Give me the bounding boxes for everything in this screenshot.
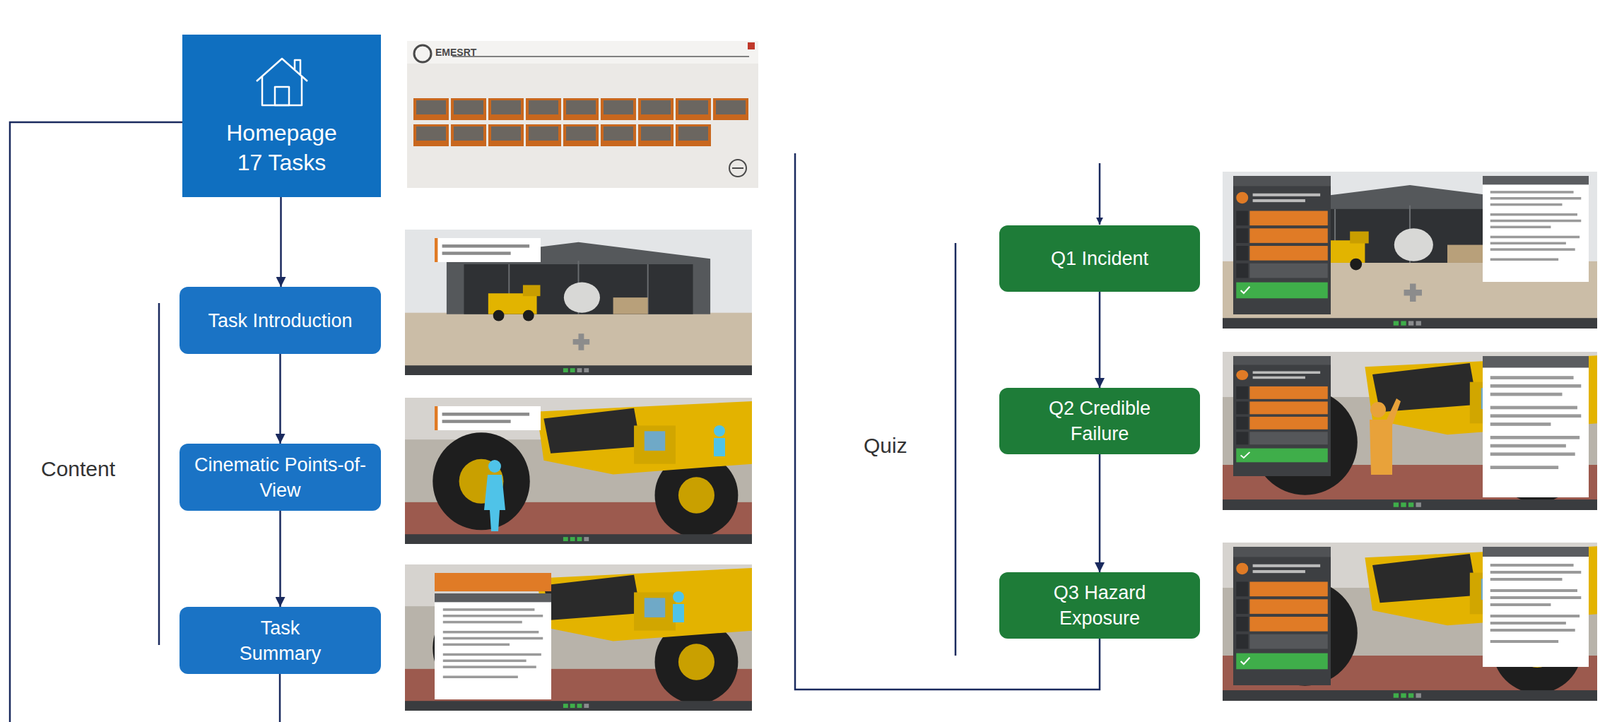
house-icon — [253, 54, 311, 109]
flow-arrow — [279, 354, 282, 444]
summary-screenshot — [404, 564, 752, 711]
node-title: Homepage — [226, 118, 338, 148]
quiz-box: Q3 Hazard Exposure — [999, 572, 1200, 639]
q3-screenshot — [1222, 542, 1598, 702]
homepage-box: Homepage17 Tasks — [182, 34, 381, 198]
homepage-screenshot — [407, 40, 759, 188]
cinematic-screenshot — [404, 397, 752, 545]
node-title: Cinematic Points-of-View — [192, 452, 369, 504]
process-box: Task Introduction — [179, 286, 381, 355]
node-title: Task Introduction — [207, 308, 352, 334]
group-label: Content — [40, 457, 116, 482]
flow-arrow — [1098, 454, 1102, 573]
node-title: Q2 Credible Failure — [1036, 395, 1164, 447]
process-box: Task Summary — [179, 607, 381, 675]
quiz-box: Q1 Incident — [999, 225, 1200, 292]
flow-arrow — [279, 510, 282, 608]
node-title: Task Summary — [227, 615, 334, 667]
q2-screenshot — [1222, 351, 1598, 511]
q1-screenshot — [1222, 171, 1598, 329]
node-title: Q1 Incident — [1050, 245, 1149, 272]
flow-arrow — [279, 197, 282, 287]
logo-text: EMESRT — [435, 46, 477, 58]
quiz-box: Q2 Credible Failure — [999, 387, 1200, 455]
group-label: Quiz — [863, 433, 908, 458]
intro-screenshot — [404, 229, 752, 376]
node-title: Q3 Hazard Exposure — [1039, 580, 1160, 632]
flow-lines — [9, 122, 1100, 722]
node-subtitle: 17 Tasks — [237, 147, 327, 178]
flow-arrow — [1098, 291, 1102, 388]
process-box: Cinematic Points-of-View — [179, 443, 381, 511]
